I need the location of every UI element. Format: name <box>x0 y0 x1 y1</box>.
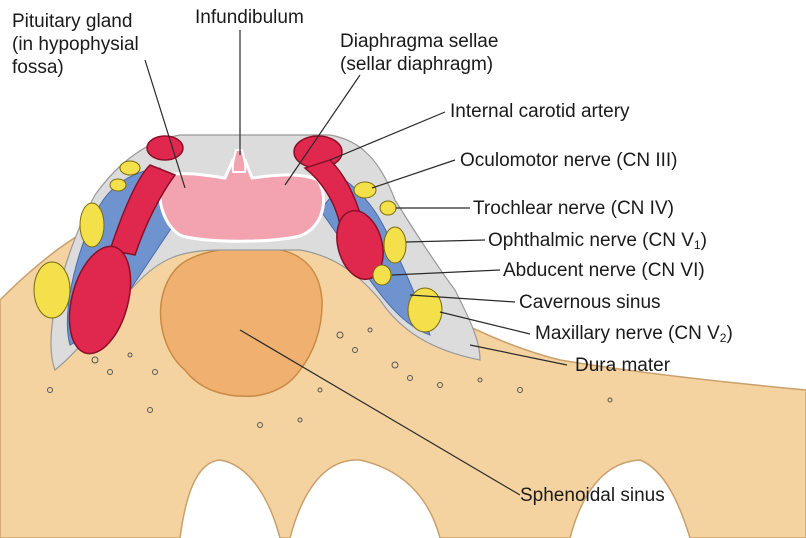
nerve-left-2 <box>110 179 126 191</box>
label-infundibulum: Infundibulum <box>195 6 304 29</box>
label-pituitary-gland: Pituitary gland (in hypophysial fossa) <box>12 10 139 79</box>
label-oculomotor-nerve: Oculomotor nerve (CN III) <box>460 149 678 172</box>
label-diaphragma-sellae: Diaphragma sellae (sellar diaphragm) <box>340 30 498 76</box>
carotid-artery-left-top <box>147 136 183 160</box>
nerve-ophthalmic <box>384 227 406 263</box>
nerve-trochlear <box>380 201 396 215</box>
label-maxillary-nerve: Maxillary nerve (CN V2) <box>535 322 733 345</box>
label-sphenoidal-sinus: Sphenoidal sinus <box>520 484 665 507</box>
nerve-left-4 <box>34 262 70 318</box>
label-trochlear-nerve: Trochlear nerve (CN IV) <box>473 197 674 220</box>
nerve-abducent <box>373 265 391 285</box>
nerve-left-3 <box>80 203 104 247</box>
nerve-maxillary <box>408 288 442 332</box>
infundibulum-stalk <box>233 150 246 172</box>
nerve-left-1 <box>120 161 140 175</box>
label-dura-mater: Dura mater <box>575 354 670 377</box>
label-internal-carotid-artery: Internal carotid artery <box>450 100 630 123</box>
label-abducent-nerve: Abducent nerve (CN VI) <box>503 259 705 282</box>
label-cavernous-sinus: Cavernous sinus <box>519 291 661 314</box>
label-ophthalmic-nerve: Ophthalmic nerve (CN V1) <box>488 229 707 252</box>
nerve-oculomotor <box>354 182 376 198</box>
